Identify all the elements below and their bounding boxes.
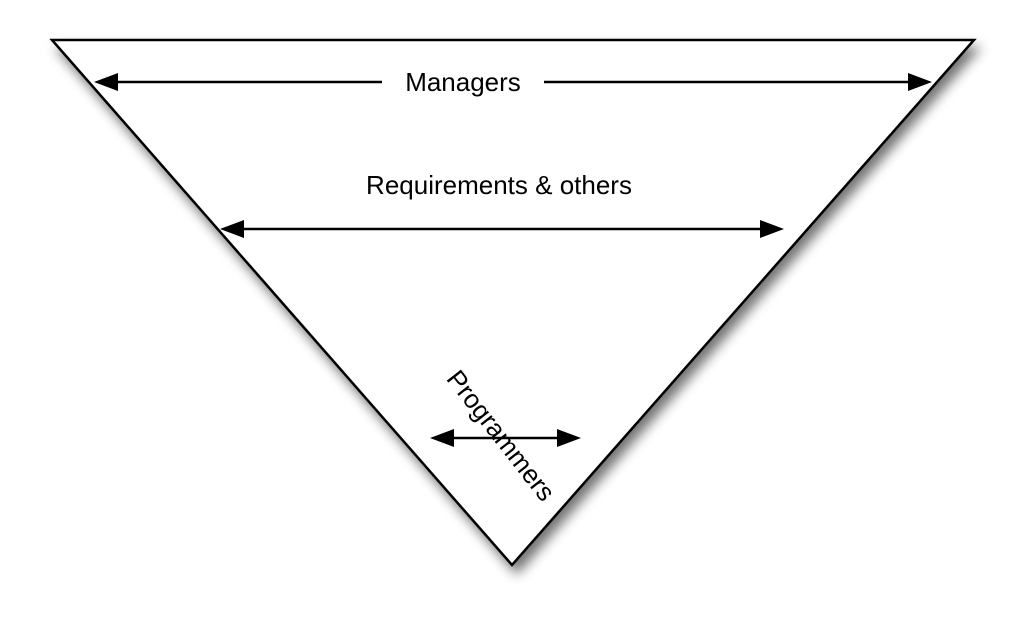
managers-arrow (94, 73, 932, 91)
managers-label: Managers (405, 67, 521, 97)
programmers-arrow (430, 429, 581, 447)
managers-arrow-right-head (908, 73, 932, 91)
programmers-arrow-right-head (557, 429, 581, 447)
programmers-arrow-left-head (430, 429, 454, 447)
requirements-arrow-right-head (760, 220, 784, 238)
inverted-triangle (49, 38, 977, 567)
requirements-label: Requirements & others (366, 170, 632, 200)
requirements-arrow (220, 220, 784, 238)
managers-arrow-left-head (94, 73, 118, 91)
requirements-arrow-left-head (220, 220, 244, 238)
